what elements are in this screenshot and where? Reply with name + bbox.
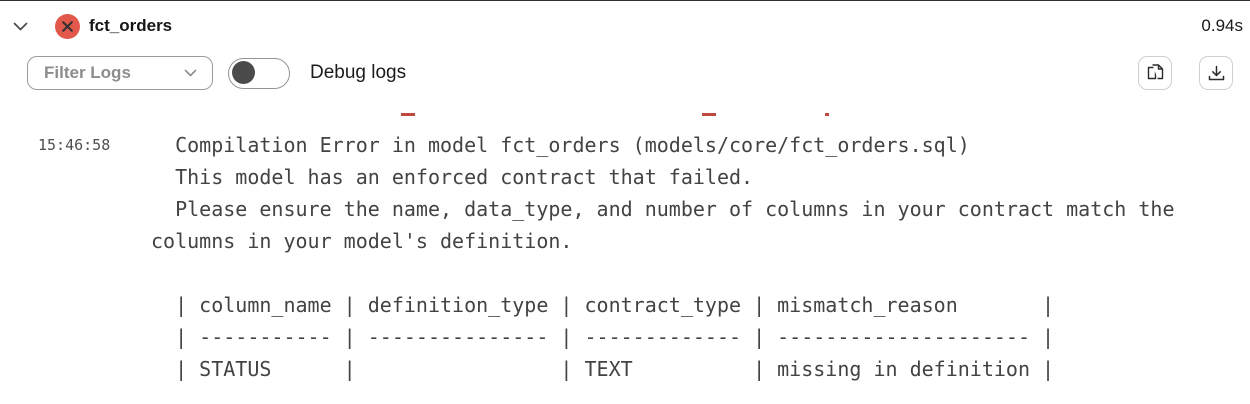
download-logs-button[interactable] xyxy=(1199,56,1233,90)
toggle-knob xyxy=(232,60,255,84)
download-icon xyxy=(1208,65,1225,82)
copy-icon xyxy=(1147,64,1164,82)
clipped-red-log-fragment xyxy=(702,113,716,116)
debug-logs-label: Debug logs xyxy=(310,62,407,83)
copy-logs-button[interactable] xyxy=(1138,56,1172,90)
debug-logs-toggle[interactable] xyxy=(228,57,290,89)
compilation-error-message: Compilation Error in model fct_orders (m… xyxy=(151,133,1175,381)
collapse-chevron-button[interactable] xyxy=(8,14,32,38)
x-icon xyxy=(62,20,73,32)
error-status-icon xyxy=(55,13,80,39)
clipped-red-log-fragment xyxy=(825,113,829,116)
run-duration: 0.94s xyxy=(1201,16,1243,35)
run-header: fct_orders 0.94s xyxy=(0,1,1250,51)
model-title: fct_orders xyxy=(89,16,173,35)
chevron-down-icon xyxy=(13,22,28,31)
chevron-down-icon xyxy=(184,69,197,77)
filter-logs-dropdown[interactable]: Filter Logs xyxy=(27,56,213,90)
log-toolbar: Filter Logs Debug logs xyxy=(0,51,1250,95)
filter-logs-label: Filter Logs xyxy=(44,63,131,82)
log-timestamp: 15:46:58 xyxy=(38,136,111,154)
log-output-area: 15:46:58 Compilation Error in model fct_… xyxy=(0,95,1250,395)
clipped-red-log-fragment xyxy=(401,113,415,116)
